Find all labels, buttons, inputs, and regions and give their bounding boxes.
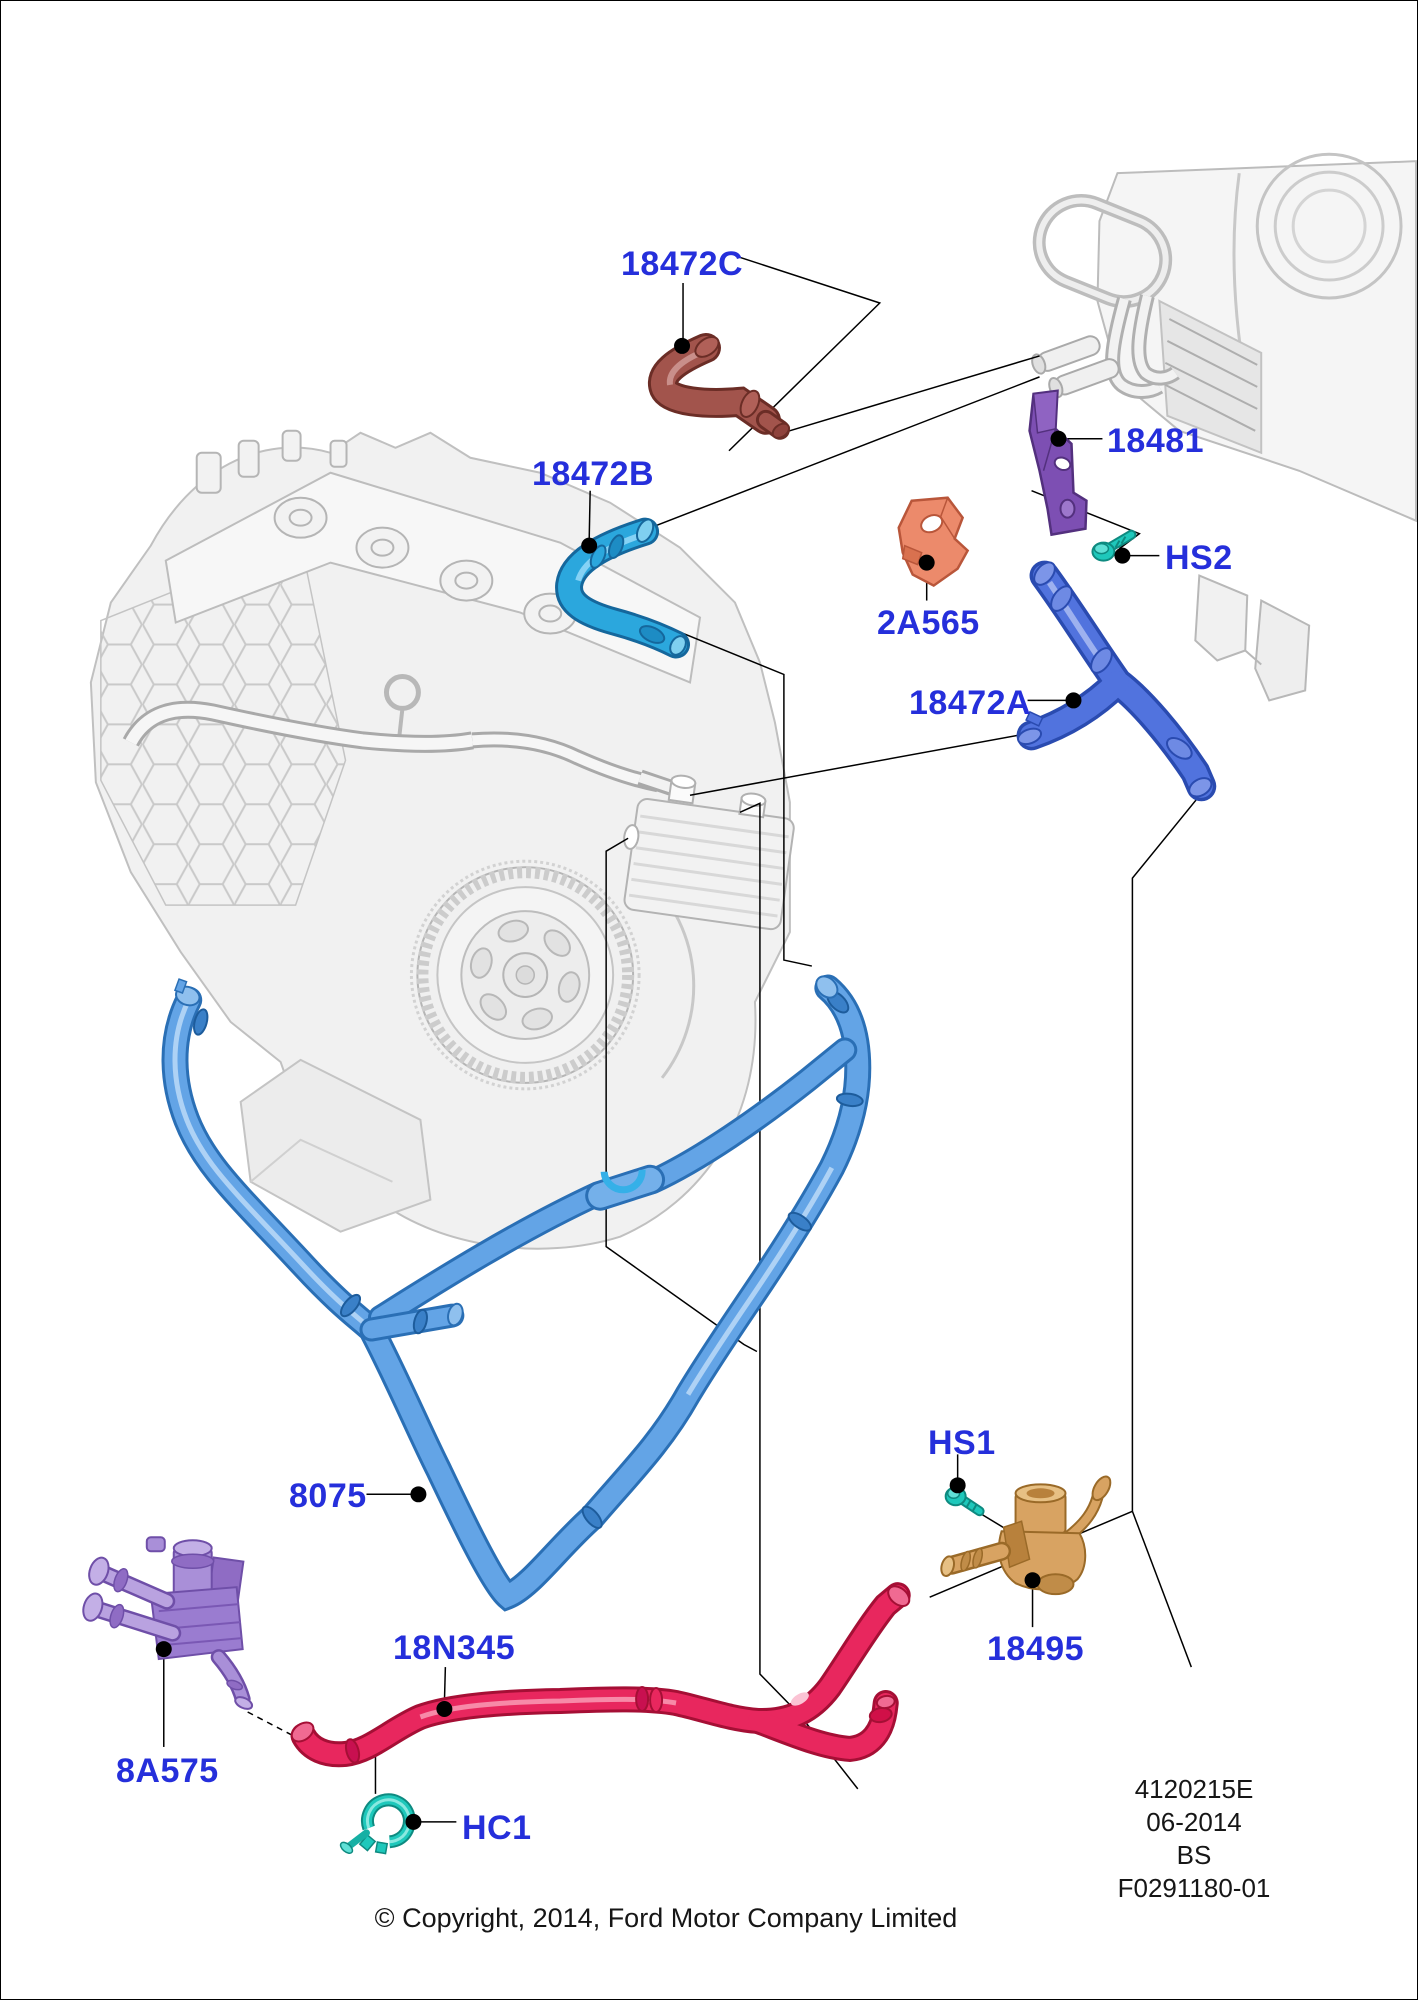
engine-illustration xyxy=(89,429,795,1250)
hose-18472b xyxy=(555,517,691,659)
plate-reference: F0291180-01 xyxy=(1117,1873,1271,1903)
copyright-notice: © Copyright, 2014, Ford Motor Company Li… xyxy=(374,1903,958,1933)
bracket-2a565 xyxy=(897,496,970,588)
callout-2A565: 2A565 xyxy=(877,604,980,642)
callout-HS2: HS2 xyxy=(1165,539,1233,577)
clamp-hc1 xyxy=(339,1793,416,1855)
plate-date: 06-2014 xyxy=(1146,1807,1242,1837)
callout-18472A: 18472A xyxy=(909,684,1032,722)
callout-HS1: HS1 xyxy=(928,1424,996,1462)
hose-18472a xyxy=(1016,560,1217,802)
heater-unit-illustration xyxy=(1031,152,1417,702)
valve-18495 xyxy=(940,1475,1112,1596)
callout-8075: 8075 xyxy=(289,1477,367,1515)
callout-18481: 18481 xyxy=(1107,422,1205,460)
valve-8a575 xyxy=(82,1536,254,1710)
drawing-plate-info: 4120215E 06-2014 BS F0291180-01 xyxy=(1084,1773,1304,1905)
screw-hs2 xyxy=(1091,529,1137,562)
plate-number: 4120215E xyxy=(1134,1774,1254,1804)
bracket-18481 xyxy=(1028,389,1088,537)
callout-18N345: 18N345 xyxy=(393,1629,516,1667)
callout-18472C: 18472C xyxy=(621,245,744,283)
hose-18n345 xyxy=(290,1582,911,1768)
callout-8A575: 8A575 xyxy=(116,1752,219,1790)
hose-8075 xyxy=(161,974,872,1612)
hose-18472c xyxy=(648,332,791,440)
callout-HC1: HC1 xyxy=(462,1809,532,1847)
plate-code: BS xyxy=(1176,1840,1212,1870)
callout-dots xyxy=(155,337,1131,1830)
callout-18472B: 18472B xyxy=(532,455,655,493)
callout-18495: 18495 xyxy=(987,1630,1085,1668)
